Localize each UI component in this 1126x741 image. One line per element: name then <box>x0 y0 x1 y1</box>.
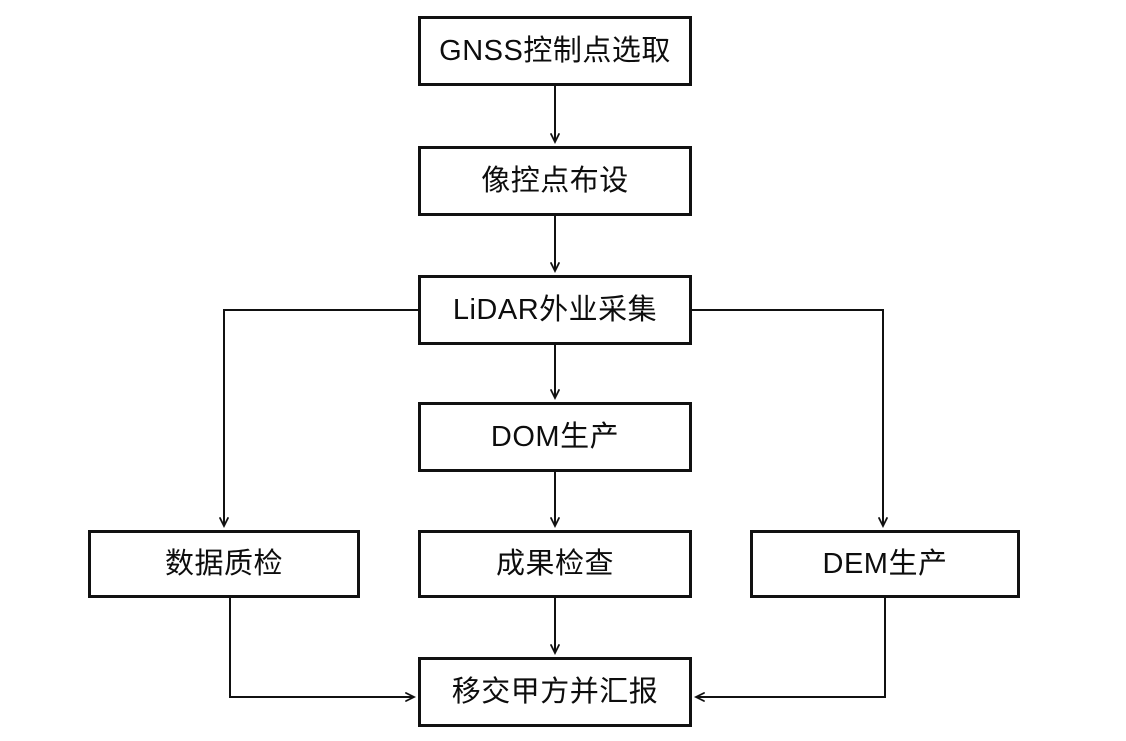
node-label: 成果检查 <box>495 547 614 580</box>
node-image-control-point-layout[interactable]: 像控点布设 <box>418 146 692 216</box>
node-dem-production[interactable]: DEM生产 <box>750 530 1020 598</box>
node-lidar-field-collection[interactable]: LiDAR外业采集 <box>418 275 692 345</box>
node-label: 数据质检 <box>164 547 283 580</box>
edge-lidar-to-dem <box>692 309 888 529</box>
node-label: 移交甲方并汇报 <box>451 675 659 708</box>
node-gnss-control-point-selection[interactable]: GNSS控制点选取 <box>418 16 692 86</box>
node-dom-production[interactable]: DOM生产 <box>418 402 692 472</box>
node-result-inspection[interactable]: 成果检查 <box>418 530 692 598</box>
edge-lidar-to-quality <box>219 309 418 529</box>
node-label: LiDAR外业采集 <box>452 293 658 326</box>
node-label: DEM生产 <box>822 547 948 580</box>
edge-dem-to-handover <box>693 598 886 702</box>
node-label: DOM生产 <box>490 420 620 453</box>
node-label: 像控点布设 <box>481 164 629 197</box>
edge-quality-to-handover <box>229 598 417 702</box>
node-data-quality-inspection[interactable]: 数据质检 <box>88 530 360 598</box>
node-label: GNSS控制点选取 <box>439 34 671 67</box>
node-handover-and-report[interactable]: 移交甲方并汇报 <box>418 657 692 727</box>
